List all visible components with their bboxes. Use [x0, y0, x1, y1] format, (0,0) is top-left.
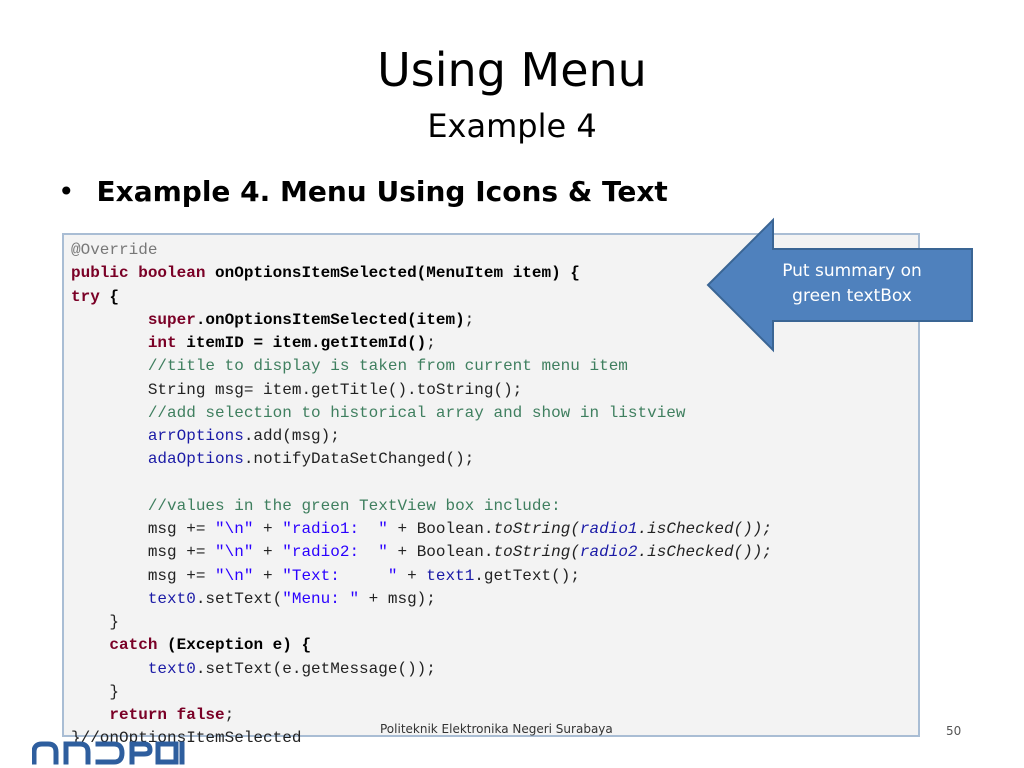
code-text-run: .getText();: [474, 566, 580, 585]
code-text-run: + msg);: [359, 589, 436, 608]
callout-line: Put summary on: [782, 261, 922, 281]
code-brace: }: [109, 682, 120, 701]
code-text-run: itemID = item.getItemId(): [176, 334, 427, 352]
code-brace: {: [560, 264, 580, 283]
code-text: @Override public boolean onOptionsItemSe…: [71, 241, 772, 748]
bullet-text: Example 4. Menu Using Icons & Text: [96, 175, 668, 208]
code-keyword: return: [109, 706, 168, 724]
code-text-run: .setText(e.getMessage());: [195, 659, 436, 678]
code-line: @Override: [71, 241, 158, 259]
code-line: }//onOptionsItemSelected: [71, 729, 302, 748]
code-keyword: catch: [109, 636, 158, 655]
code-method: toString(: [493, 543, 580, 562]
android-logo: [32, 741, 185, 765]
slide-title: Using Menu: [377, 43, 647, 97]
code-text-run: +: [253, 520, 283, 538]
code-text-run: msg +=: [147, 520, 216, 538]
code-text-run: Boolean.: [416, 543, 494, 562]
code-keyword: int: [147, 334, 177, 352]
code-string: "\n": [215, 543, 254, 562]
code-field: radio1: [579, 520, 638, 538]
callout-line: green textBox: [792, 286, 912, 306]
code-field: text0: [147, 659, 196, 678]
code-field: text1: [426, 566, 475, 585]
code-text-run: msg +=: [147, 543, 216, 562]
code-text-run: .onOptionsItemSelected(item): [195, 310, 465, 329]
code-text-run: .add(msg);: [243, 427, 340, 445]
code-string: "\n": [215, 520, 254, 538]
code-method: .isChecked());: [637, 520, 772, 538]
footer-text: Politeknik Elektronika Negeri Surabaya: [380, 722, 613, 736]
code-text-run: Boolean.: [416, 520, 494, 538]
slide-subtitle: Example 4: [427, 107, 597, 145]
code-text-run: .notifyDataSetChanged();: [243, 450, 475, 469]
code-string: "radio1: ": [282, 520, 388, 538]
code-text-run: +: [253, 543, 283, 562]
code-field: radio2: [579, 543, 638, 562]
page-number: 50: [946, 724, 962, 738]
code-comment: //add selection to historical array and …: [147, 403, 686, 422]
code-brace: }: [109, 613, 120, 631]
bullet-dot: •: [58, 175, 75, 208]
code-keyword: try: [71, 287, 100, 306]
code-text-run: +: [397, 566, 427, 585]
callout-arrow-shape: [706, 217, 973, 353]
bullet-item: • Example 4. Menu Using Icons & Text: [58, 172, 668, 212]
code-string: "\n": [215, 566, 254, 585]
code-field: arrOptions: [147, 427, 244, 445]
code-comment: //title to display is taken from current…: [147, 357, 628, 376]
code-brace: {: [99, 287, 120, 306]
code-comment: //values in the green TextView box inclu…: [147, 496, 561, 515]
code-keyword: public: [71, 264, 129, 283]
code-method: toString(: [493, 520, 580, 538]
code-string: "Menu: ": [282, 589, 360, 608]
code-method: .isChecked());: [637, 543, 772, 562]
code-string: "Text: ": [282, 566, 398, 585]
code-keyword: false: [176, 706, 225, 724]
code-text-run: +: [253, 566, 283, 585]
code-text-run: +: [387, 520, 417, 538]
callout-arrow: [706, 217, 973, 353]
code-text-run: +: [387, 543, 417, 562]
code-string: "radio2: ": [282, 543, 388, 562]
callout-text: Put summary on green textBox: [752, 259, 952, 309]
code-text-run: String msg= item.getTitle().toString();: [147, 380, 523, 399]
code-method-name: onOptionsItemSelected(MenuItem item): [215, 264, 561, 283]
code-field: adaOptions: [147, 450, 244, 469]
code-field: text0: [147, 589, 196, 608]
code-text-run: msg +=: [147, 566, 216, 585]
code-keyword: super: [147, 310, 196, 329]
code-text-run: .setText(: [195, 589, 283, 608]
code-text-run: (Exception e) {: [157, 636, 312, 655]
code-keyword: boolean: [138, 264, 206, 283]
